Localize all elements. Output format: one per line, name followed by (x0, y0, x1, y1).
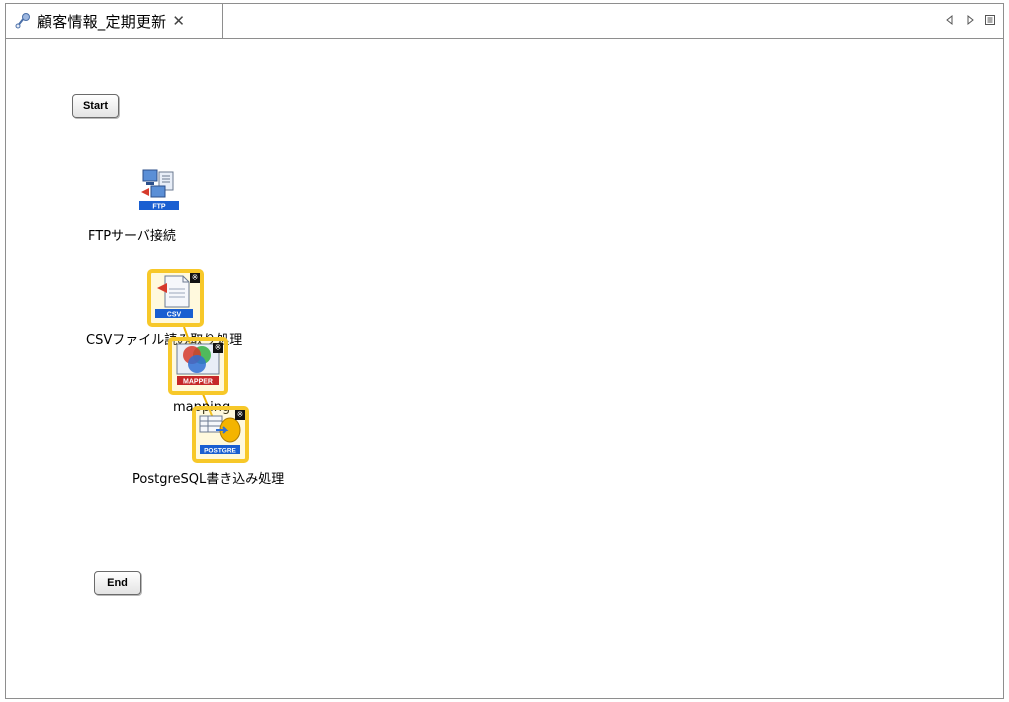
editor-tab-title: 顧客情報_定期更新 (37, 12, 167, 31)
chevron-left-icon[interactable] (943, 13, 957, 27)
mapper-tag: MAPPER (183, 379, 213, 386)
close-icon[interactable]: ✕ (172, 11, 185, 30)
editor-tab-bar: 顧客情報_定期更新 ✕ (6, 4, 1003, 39)
editor-window: 顧客情報_定期更新 ✕ Start (5, 3, 1004, 699)
postgre-badge: ※ (235, 410, 245, 420)
editor-tab[interactable]: 顧客情報_定期更新 ✕ (6, 4, 223, 38)
ftp-server-icon: FTP (139, 169, 179, 211)
mapper-icon: MAPPER (176, 343, 220, 386)
flow-canvas[interactable]: Start FTP FTPサーバ接続 (6, 39, 1003, 698)
postgre-node-label: PostgreSQL書き込み処理 (132, 472, 285, 487)
tab-navigation (943, 13, 997, 27)
postgre-node[interactable]: POSTGRE ※ PostgreSQL書き込み処理 (126, 410, 326, 490)
start-button[interactable]: Start (72, 94, 119, 118)
ftp-node-label: FTPサーバ接続 (88, 229, 176, 244)
postgre-tag: POSTGRE (204, 448, 236, 455)
flow-connectors (183, 326, 214, 419)
chevron-right-icon[interactable] (963, 13, 977, 27)
postgres-icon: POSTGRE (199, 415, 241, 455)
csv-badge: ※ (190, 273, 200, 283)
end-button[interactable]: End (94, 571, 141, 595)
job-flow-icon (15, 13, 30, 29)
list-menu-icon[interactable] (983, 13, 997, 27)
mapper-badge: ※ (213, 343, 223, 353)
csv-tag: CSV (167, 312, 182, 319)
ftp-node[interactable]: FTP FTPサーバ接続 (88, 166, 218, 246)
csv-file-icon: CSV (155, 275, 193, 319)
ftp-tag: FTP (152, 204, 166, 211)
